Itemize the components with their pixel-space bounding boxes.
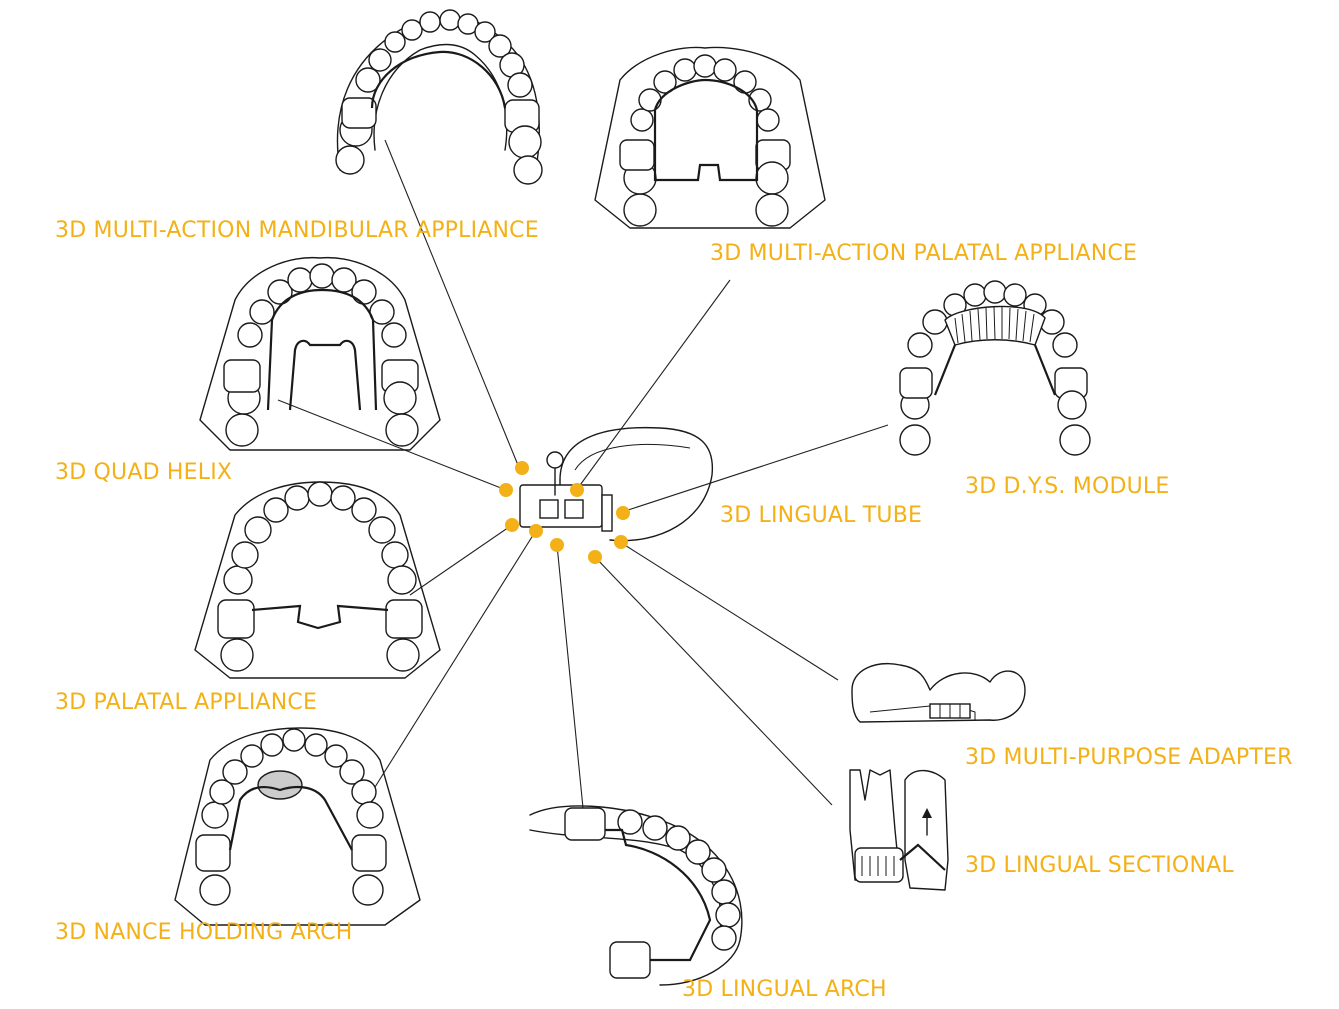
- multi-purpose-adapter-illustration: [851, 663, 1026, 723]
- quad-helix-illustration: [199, 256, 441, 451]
- label-nance-holding-arch: 3D NANCE HOLDING ARCH: [55, 920, 353, 945]
- lingual-sectional-illustration: [849, 769, 949, 891]
- label-lingual-tube: 3D LINGUAL TUBE: [720, 503, 923, 528]
- label-lingual-arch: 3D LINGUAL ARCH: [682, 977, 887, 1002]
- label-dys-module: 3D D.Y.S. MODULE: [965, 474, 1170, 499]
- mandibular-appliance-illustration: [335, 9, 543, 185]
- multi-action-palatal-illustration: [594, 46, 826, 229]
- label-palatal-appliance: 3D PALATAL APPLIANCE: [55, 690, 318, 715]
- connector-dots: [499, 461, 630, 564]
- lingual-tube-illustration: [519, 426, 714, 542]
- nance-holding-arch-illustration: [174, 727, 421, 926]
- lingual-arch-illustration: [529, 805, 743, 986]
- palatal-appliance-illustration: [194, 481, 441, 679]
- connector-lines: [277, 139, 889, 809]
- label-lingual-sectional: 3D LINGUAL SECTIONAL: [965, 853, 1234, 878]
- dys-module-illustration: [899, 280, 1091, 456]
- label-multi-action-palatal: 3D MULTI-ACTION PALATAL APPLIANCE: [710, 241, 1138, 266]
- label-quad-helix: 3D QUAD HELIX: [55, 460, 233, 485]
- label-mandibular-appliance: 3D MULTI-ACTION MANDIBULAR APPLIANCE: [55, 218, 539, 243]
- label-multi-purpose-adapter: 3D MULTI-PURPOSE ADAPTER: [965, 745, 1293, 770]
